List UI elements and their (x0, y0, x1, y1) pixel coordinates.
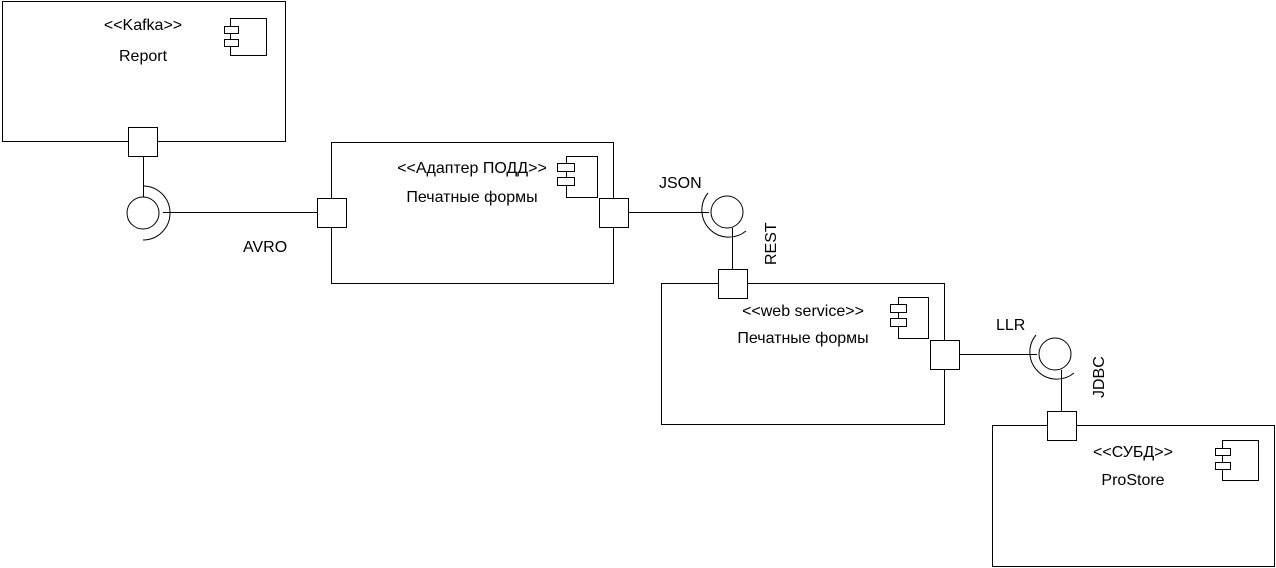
component-stereotype: <<web service>> (742, 303, 864, 320)
component-web-service[interactable]: <<web service>> Печатные формы (661, 283, 945, 425)
interface-avro[interactable] (126, 185, 171, 241)
component-icon (1215, 440, 1259, 481)
component-name: Печатные формы (737, 330, 868, 347)
interface-label-rest: REST (763, 222, 780, 265)
component-stereotype: <<СУБД>> (1093, 444, 1173, 461)
interface-json[interactable] (701, 192, 747, 238)
component-name: ProStore (1101, 472, 1164, 489)
component-icon (890, 297, 929, 339)
port-kafka[interactable] (128, 127, 158, 157)
component-kafka-report[interactable]: <<Kafka>> Report (2, 1, 286, 142)
connector-adapter-json (628, 212, 733, 269)
component-name: Report (119, 48, 168, 65)
interface-label-jdbc: JDBC (1091, 356, 1108, 398)
component-dbms-prostore[interactable]: <<СУБД>> ProStore (992, 425, 1275, 567)
component-stereotype: <<Адаптер ПОДД>> (397, 160, 547, 177)
port-webservice-top[interactable] (718, 269, 748, 299)
component-adapter-print-forms[interactable]: <<Адаптер ПОДД>> Печатные формы (331, 142, 614, 284)
port-adapter-left[interactable] (317, 198, 347, 228)
port-dbms-top[interactable] (1047, 411, 1077, 441)
component-stereotype: <<Kafka>> (104, 17, 182, 34)
port-adapter-right[interactable] (599, 198, 629, 228)
connector-webservice-llr (959, 354, 1062, 411)
connector-kafka-avro (143, 156, 317, 213)
interface-label-json: JSON (659, 175, 702, 192)
interface-llr[interactable] (1029, 334, 1075, 380)
component-icon (557, 156, 598, 198)
port-webservice-right[interactable] (930, 340, 960, 370)
interface-label-avro: AVRO (243, 239, 287, 256)
interface-label-llr: LLR (996, 317, 1025, 334)
component-name: Печатные формы (406, 189, 537, 206)
component-icon (224, 18, 267, 56)
